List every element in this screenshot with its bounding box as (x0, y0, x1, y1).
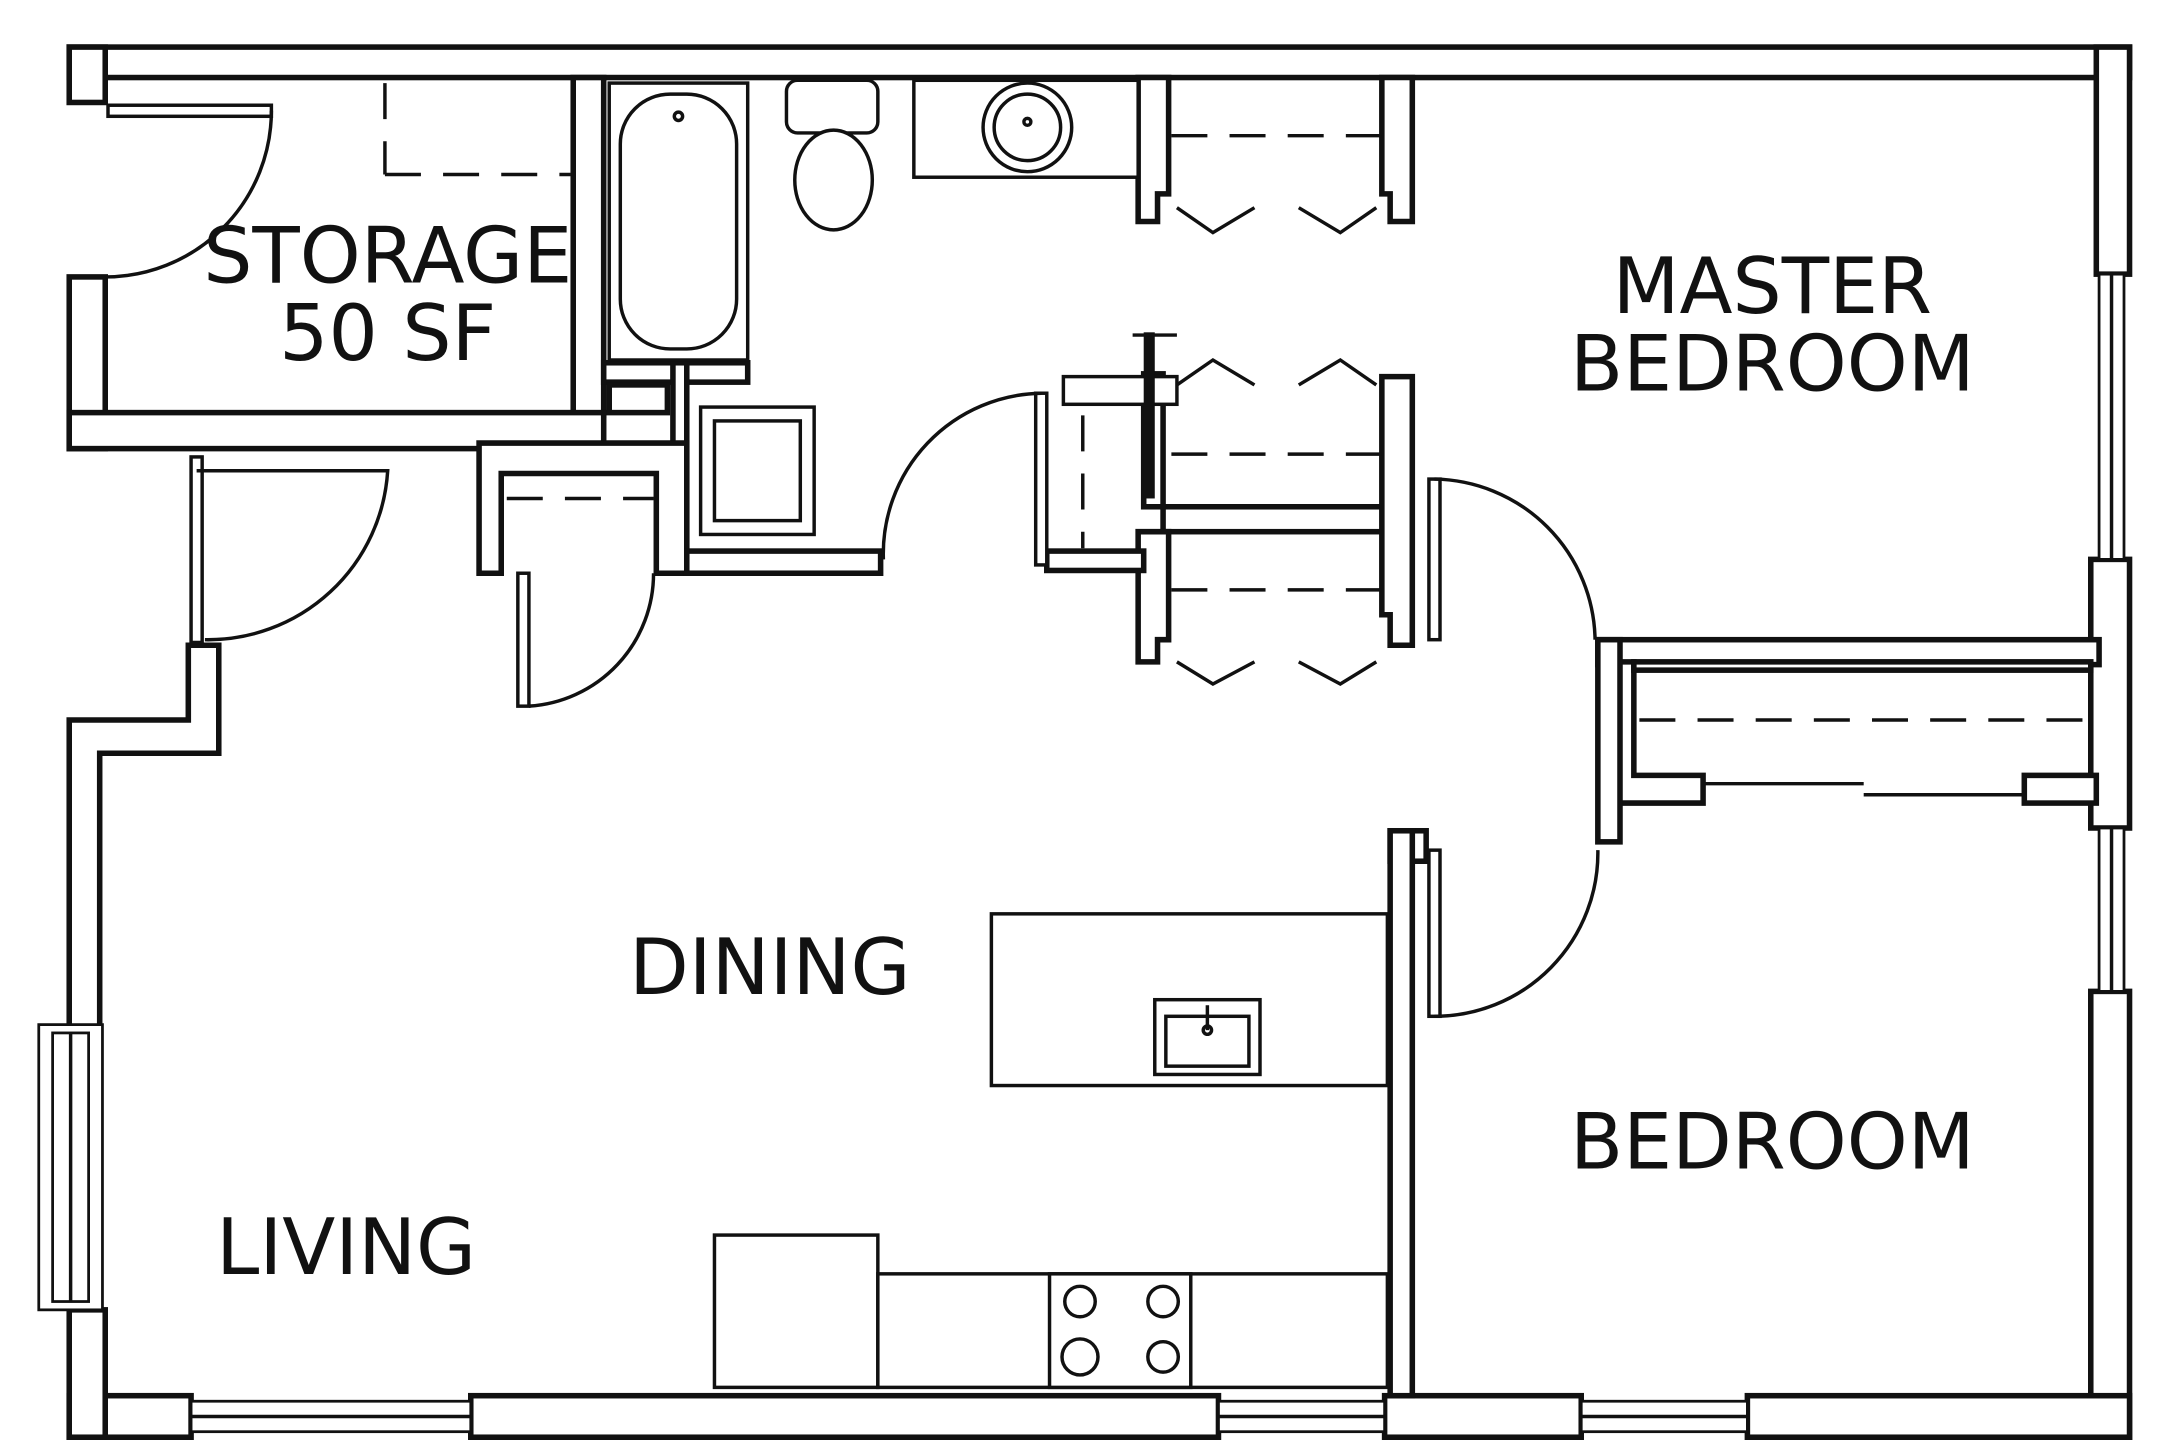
dining-label: DINING (629, 923, 910, 1013)
top-exterior-wall (66, 44, 2133, 81)
windows (37, 272, 2126, 1434)
closet-cluster-mid-wall (1044, 548, 1147, 574)
burner-2 (1146, 1284, 1181, 1319)
living-label: LIVING (216, 1203, 476, 1293)
master-bedroom-label-line2: BEDROOM (1570, 319, 1975, 409)
room-labels: STORAGE 50 SF MASTER BEDROOM DINING LIVI… (203, 211, 1974, 1292)
linen-closet-wall (1606, 659, 1706, 806)
left-exterior-wall-living (66, 642, 222, 1033)
bedroom-label: BEDROOM (1570, 1098, 1975, 1188)
bath-door-leaf (1033, 391, 1049, 567)
hall-closet-wall (476, 440, 690, 576)
toilet-bowl (793, 128, 875, 232)
bath-stub (606, 382, 671, 416)
storage-right-wall (570, 74, 607, 419)
left-exterior-wall-lower (66, 1307, 108, 1440)
bedroom-door-swing (1434, 850, 1600, 1019)
right-exterior-wall-upper (2093, 44, 2133, 277)
master-door-leaf (1427, 477, 1442, 642)
storage-door-swing (105, 110, 274, 279)
bottom-exterior-wall-mid (1381, 1392, 1584, 1440)
mid-closet-bifold-lower (1176, 660, 1378, 686)
kitchen (712, 912, 1390, 1390)
burner-4 (1146, 1339, 1181, 1374)
storage-area-label: 50 SF (279, 289, 496, 379)
bath-door-swing (881, 391, 1042, 560)
bedroom-door-leaf (1427, 848, 1442, 1019)
burner-3 (1060, 1337, 1100, 1377)
bedroom-left-wall-long (1387, 828, 1416, 1399)
interior-walls (66, 74, 2102, 1399)
hall-wall-right (1595, 636, 1623, 845)
closet-cluster-right-wall (1379, 373, 1416, 648)
bottom-exterior-wall-right (1744, 1392, 2133, 1440)
entry-door-leaf (189, 455, 204, 645)
laundry-bottom-wall (683, 548, 884, 576)
burner-1 (1063, 1284, 1097, 1319)
bath-fixtures (607, 78, 1179, 537)
storage-door-leaf (106, 103, 274, 119)
linen-closet-back-wall (1631, 659, 2094, 673)
closet-divider-upper (1160, 503, 1393, 535)
master-closet-top-wall (1135, 74, 1172, 225)
left-exterior-wall-top (66, 44, 108, 106)
toilet-tank (784, 78, 880, 135)
top-closet-bifold (1175, 206, 1378, 235)
entry-door-swing (196, 469, 390, 642)
master-bedroom-label-line1: MASTER (1613, 242, 1932, 332)
bottom-exterior-wall-center (468, 1392, 1222, 1440)
right-exterior-wall-lower (2088, 988, 2133, 1440)
refrigerator (712, 1233, 880, 1390)
master-closet-top-wall-right (1379, 74, 1416, 225)
hall-closet-door-leaf (516, 571, 531, 708)
hall-closet-door-swing (528, 573, 656, 708)
storage-label: STORAGE (203, 211, 572, 301)
doors (105, 103, 2025, 1019)
linen-closet-right-wall (2021, 772, 2100, 806)
shelf-top (1061, 374, 1179, 407)
master-door-swing (1434, 477, 1597, 640)
mid-closet-bifold-upper (1175, 357, 1378, 387)
